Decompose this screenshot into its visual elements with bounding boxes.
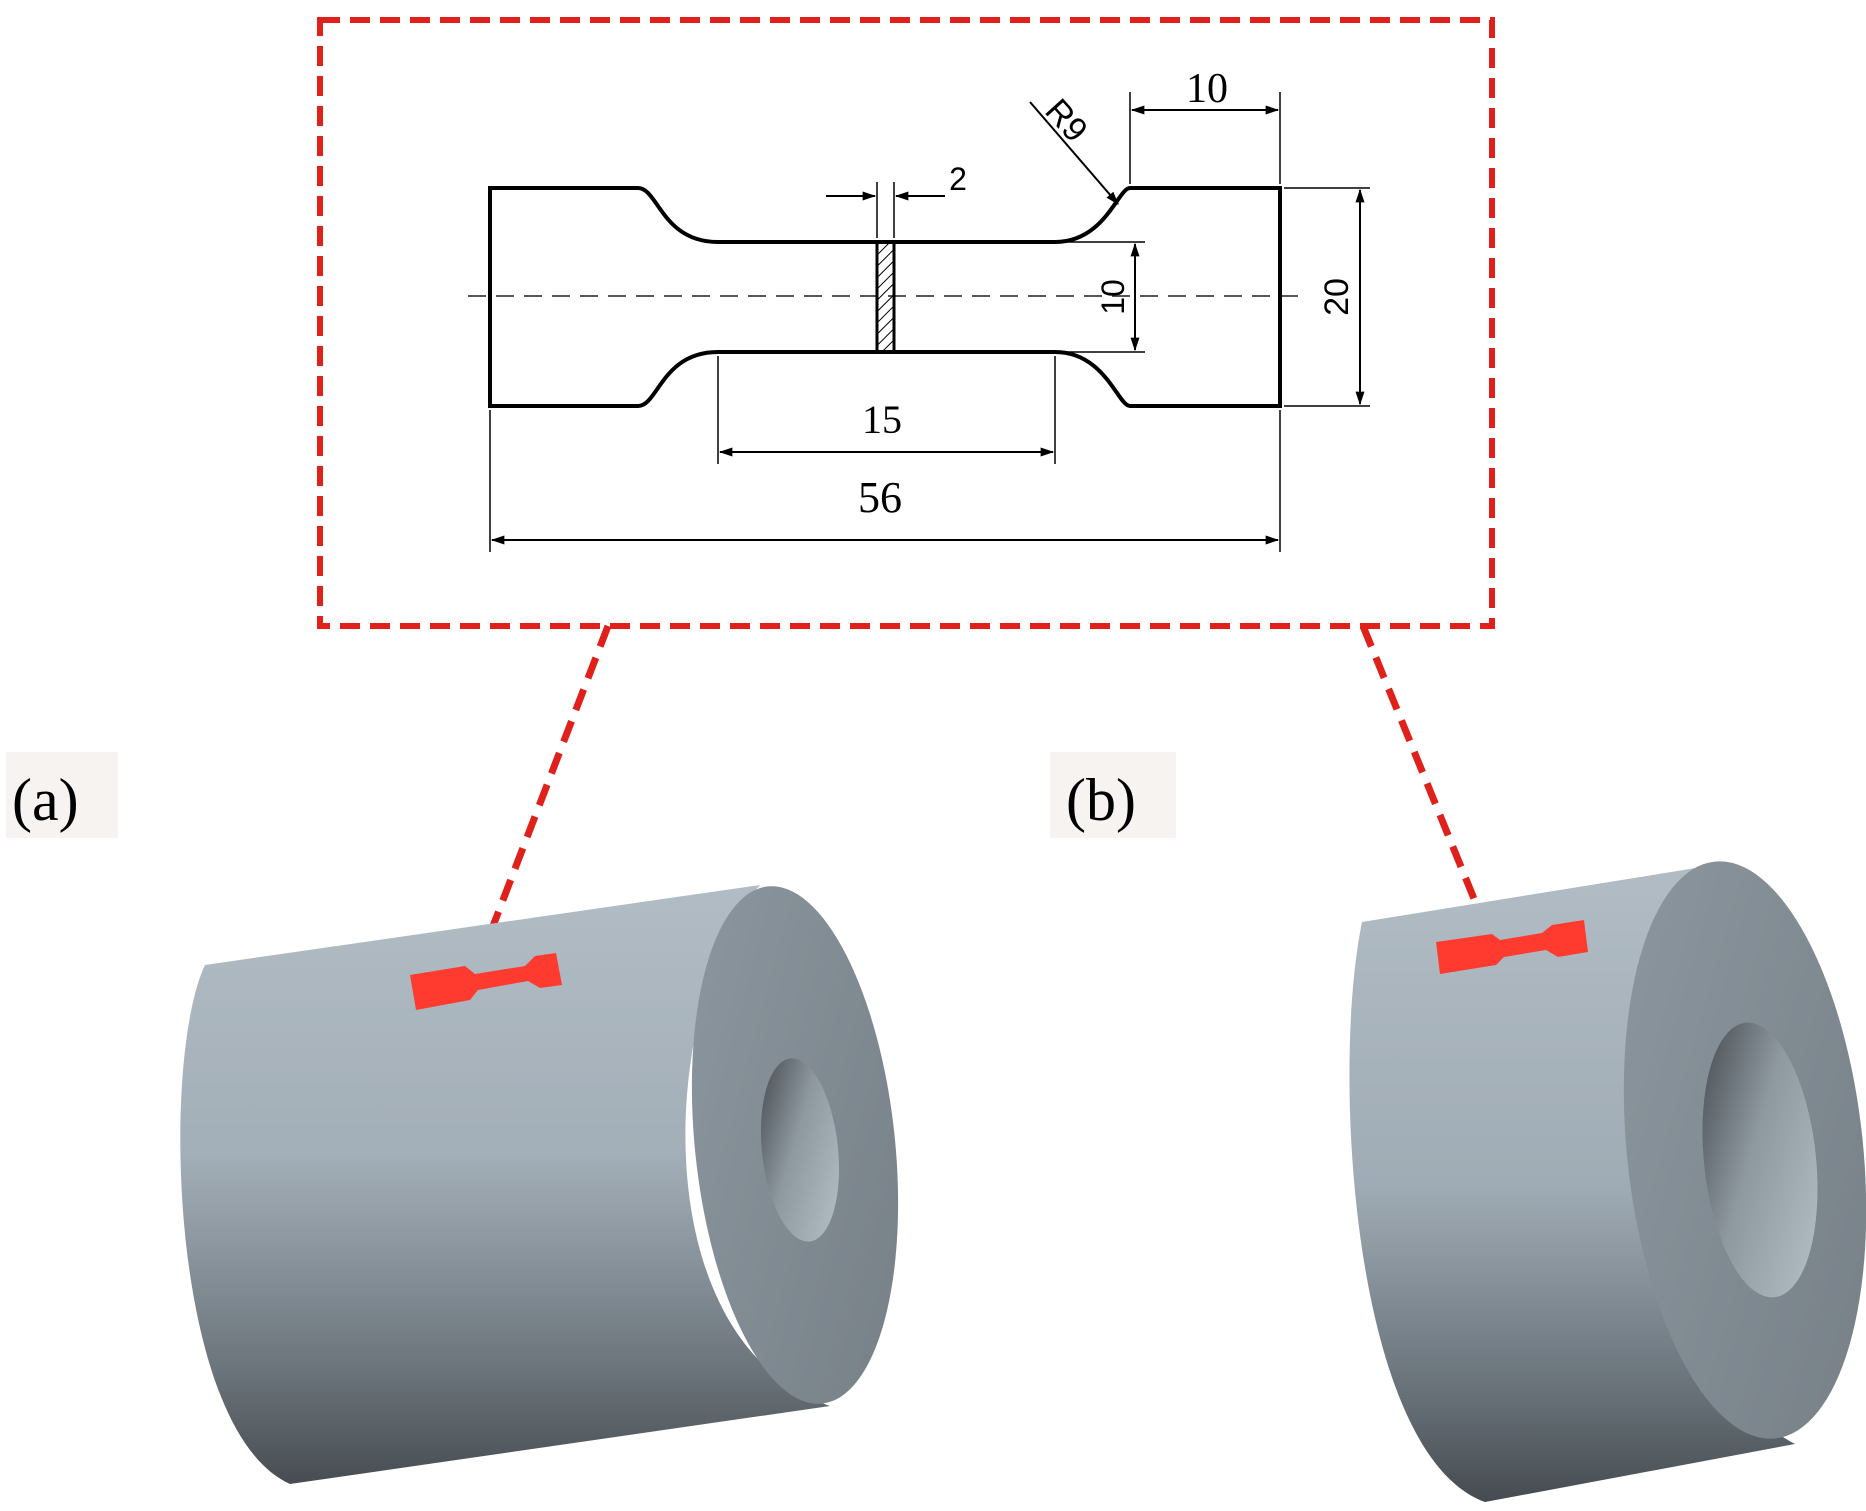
specimen-b-marker xyxy=(1436,920,1588,974)
cylinder-a-body xyxy=(180,885,830,1484)
cylinder-b-bore xyxy=(1702,1022,1818,1298)
detail-frame xyxy=(317,17,1495,629)
cylinder-b xyxy=(1349,861,1866,1502)
dim-fillet-radius: R9 xyxy=(1038,92,1095,150)
weld-zone xyxy=(875,240,896,354)
connector-line-a xyxy=(476,624,612,962)
dim-total-length: 56 xyxy=(858,473,902,522)
connector-line-b xyxy=(1359,624,1494,940)
specimen-outline xyxy=(488,186,1282,408)
panel-label-b: (b) xyxy=(1066,767,1136,833)
dim-leader-radius xyxy=(1029,101,1119,205)
specimen-a-marker xyxy=(410,953,562,1010)
dim-weld-width: 2 xyxy=(949,161,967,197)
dim-grip-width: 20 xyxy=(1318,278,1356,316)
dim-gauge-width: 10 xyxy=(1095,279,1131,315)
cylinder-a-bore xyxy=(761,1058,839,1242)
cylinder-a xyxy=(180,885,899,1484)
dim-grip-length: 10 xyxy=(1186,66,1228,112)
dim-parallel-length: 15 xyxy=(862,397,902,442)
specimen-drawing: 56 15 10 2 R9 20 10 xyxy=(468,66,1370,552)
panel-label-a: (a) xyxy=(12,767,79,833)
